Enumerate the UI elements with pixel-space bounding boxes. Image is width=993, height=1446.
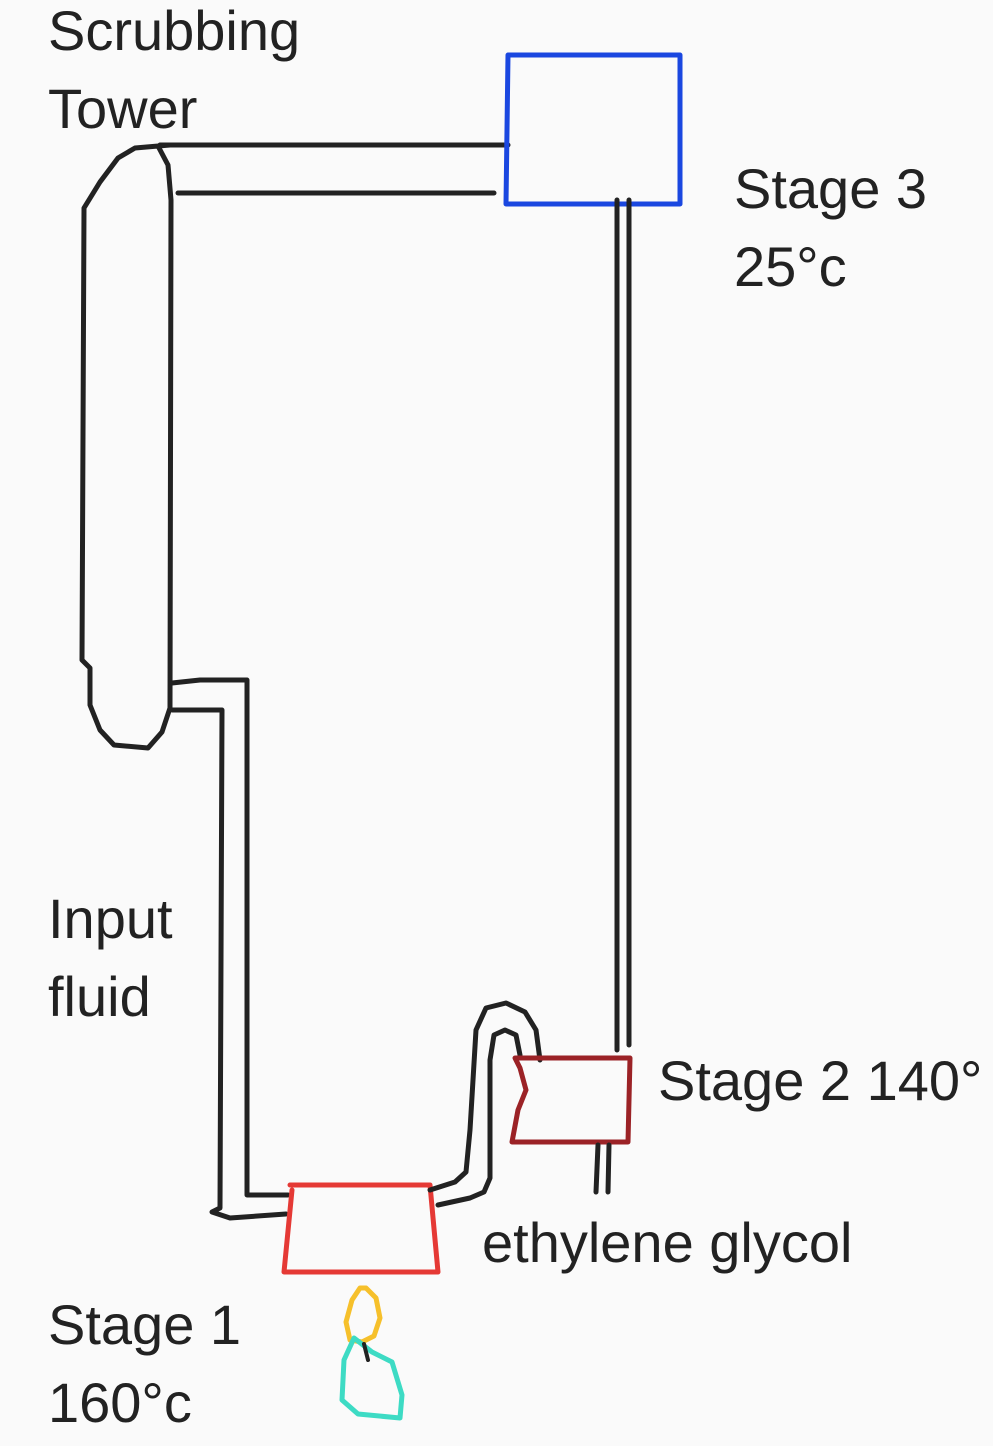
label-stage3-line1: Stage 3	[734, 157, 928, 220]
stage1-to-stage2-pipe-outer	[427, 1000, 543, 1193]
label-scrubbing-tower-line2: Tower	[48, 77, 198, 140]
label-stage2: Stage 2 140°	[658, 1042, 982, 1120]
stage2-outlet-pipe-left	[593, 1142, 601, 1195]
stage3-box	[503, 52, 683, 207]
label-stage1-line1: Stage 1	[48, 1293, 242, 1356]
burner-base-icon	[339, 1335, 405, 1421]
label-ethylene-glycol: ethylene glycol	[482, 1204, 852, 1282]
flame-icon	[343, 1285, 383, 1345]
burner-wick	[362, 1342, 370, 1362]
tower-outlet-pipe-inner	[169, 707, 289, 1221]
label-stage3: Stage 3 25°c	[734, 150, 927, 306]
label-ethylene-glycol-text: ethylene glycol	[482, 1211, 853, 1274]
label-stage2-text: Stage 2 140°	[658, 1049, 983, 1112]
label-input-fluid-line2: fluid	[48, 965, 151, 1028]
stage2-box	[509, 1055, 633, 1145]
stage1-box	[281, 1182, 441, 1275]
label-stage1-line2: 160°c	[48, 1371, 192, 1434]
label-scrubbing-tower-line1: Scrubbing	[48, 0, 301, 62]
stage2-outlet-pipe-right	[605, 1142, 612, 1195]
stage1-to-stage2-pipe-inner	[435, 1027, 523, 1208]
label-scrubbing-tower: Scrubbing Tower	[48, 0, 300, 148]
label-stage3-line2: 25°c	[734, 235, 847, 298]
label-input-fluid: Input fluid	[48, 880, 173, 1036]
scrubbing-tower-vessel	[79, 142, 174, 751]
label-input-fluid-line1: Input	[48, 887, 173, 950]
label-stage1: Stage 1 160°c	[48, 1286, 241, 1442]
tower-outlet-pipe-outer	[169, 677, 291, 1198]
